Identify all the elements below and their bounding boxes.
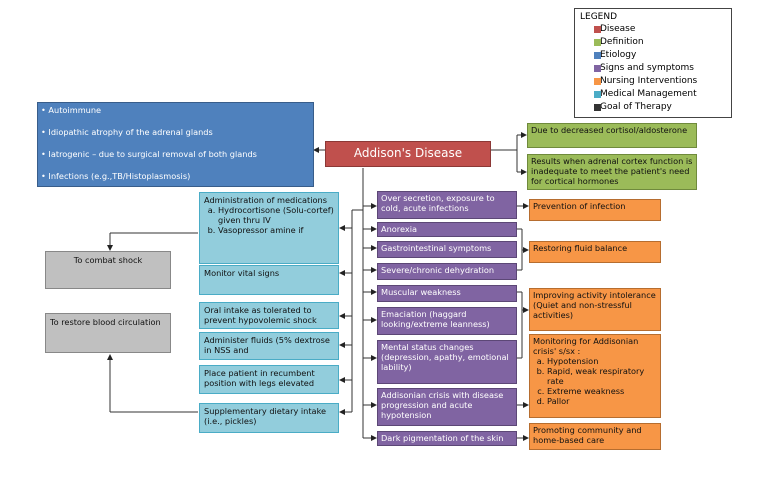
legend-item-etiology: Etiology <box>580 49 726 62</box>
etiology-item: • Infections (e.g.,TB/Histoplasmosis) <box>41 171 191 181</box>
definition-box: Results when adrenal cortex function is … <box>527 154 697 190</box>
legend-item-disease: Disease <box>580 23 726 36</box>
nursing-box: Improving activity intolerance (Quiet an… <box>529 288 661 331</box>
legend-item-nursing: Nursing Interventions <box>580 75 726 88</box>
sign-box: Gastrointestinal symptoms <box>377 241 517 258</box>
sign-box: Anorexia <box>377 222 517 237</box>
sign-box: Emaciation (haggard looking/extreme lean… <box>377 307 517 335</box>
goal-box: To combat shock <box>45 251 171 289</box>
sign-box: Addisonian crisis with disease progressi… <box>377 388 517 426</box>
etiology-item: • Autoimmune <box>41 105 102 115</box>
sign-box: Muscular weakness <box>377 285 517 302</box>
medical-box: Place patient in recumbent position with… <box>199 365 339 394</box>
sign-box: Over secretion, exposure to cold, acute … <box>377 191 517 219</box>
legend-item-medical: Medical Management <box>580 88 726 101</box>
medical-admin-box: Administration of medications Hydrocorti… <box>199 192 339 264</box>
legend-title: LEGEND <box>580 12 618 22</box>
medication-item: Vasopressor amine if <box>218 225 334 235</box>
nursing-box: Restoring fluid balance <box>529 241 661 263</box>
etiology-item: • Idiopathic atrophy of the adrenal glan… <box>41 127 213 137</box>
medical-box: Administer fluids (5% dextrose in NSS an… <box>199 332 339 360</box>
legend-item-goal: Goal of Therapy <box>580 101 726 114</box>
medical-box: Supplementary dietary intake (i.e., pick… <box>199 403 339 433</box>
sign-box: Severe/chronic dehydration <box>377 263 517 280</box>
medical-box: Oral intake as tolerated to prevent hypo… <box>199 302 339 329</box>
disease-node: Addison's Disease <box>325 141 491 167</box>
monitoring-item: Rapid, weak respiratory rate <box>547 366 657 386</box>
monitoring-item: Extreme weakness <box>547 386 657 396</box>
sign-box: Dark pigmentation of the skin <box>377 431 517 446</box>
definition-box: Due to decreased cortisol/aldosterone <box>527 123 697 148</box>
legend-item-signs: Signs and symptoms <box>580 62 726 75</box>
monitoring-item: Hypotension <box>547 356 657 366</box>
nursing-monitoring-box: Monitoring for Addisonian crisis' s/sx :… <box>529 334 661 418</box>
etiology-item: • Iatrogenic – due to surgical removal o… <box>41 149 257 159</box>
monitoring-item: Pallor <box>547 396 657 406</box>
etiology-box: • Autoimmune • Idiopathic atrophy of the… <box>37 102 314 187</box>
nursing-box: Prevention of infection <box>529 199 661 221</box>
nursing-box: Promoting community and home-based care <box>529 423 661 450</box>
medication-item: Hydrocortisone (Solu-cortef) given thru … <box>218 205 334 225</box>
medical-box: Monitor vital signs <box>199 265 339 295</box>
sign-box: Mental status changes (depression, apath… <box>377 340 517 384</box>
legend-item-definition: Definition <box>580 36 726 49</box>
goal-box: To restore blood circulation <box>45 313 171 353</box>
legend: LEGEND Disease Definition Etiology Signs… <box>574 8 732 118</box>
